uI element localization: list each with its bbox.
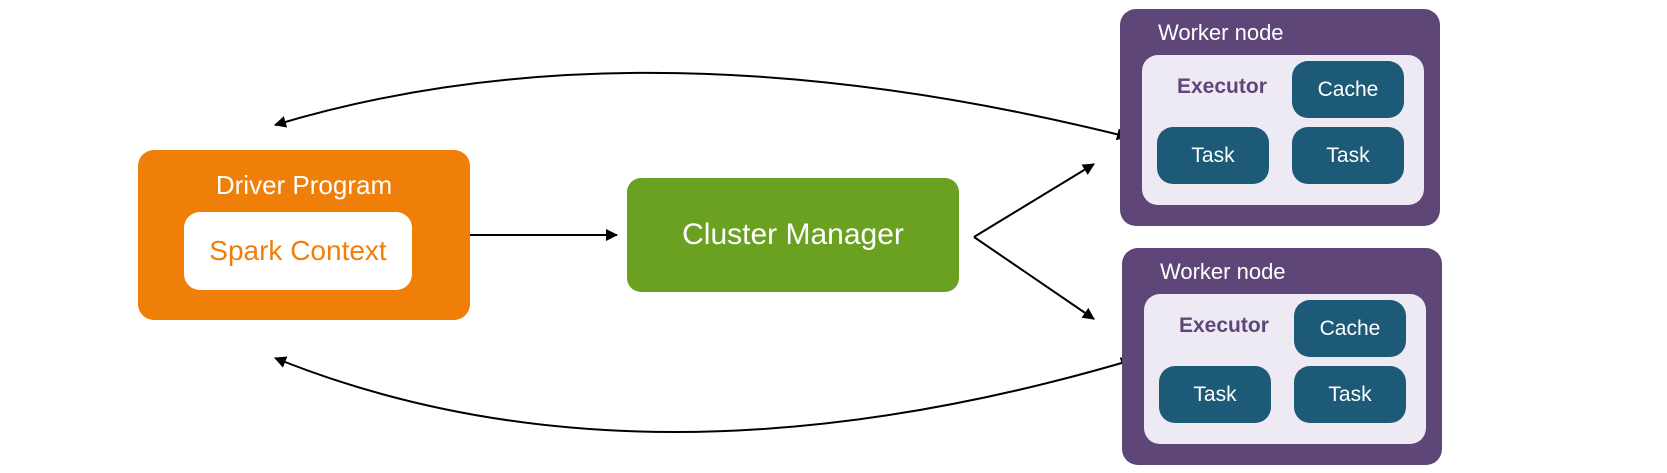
worker-node-title: Worker node bbox=[1160, 259, 1286, 284]
task-box: Task bbox=[1292, 127, 1404, 184]
driver-program-box: Driver Program Spark Context bbox=[138, 150, 470, 320]
executor-label: Executor bbox=[1177, 75, 1267, 98]
executor-panel: Executor Cache Task Task bbox=[1144, 294, 1426, 444]
arrow-driver-worker2 bbox=[274, 356, 1133, 433]
executor-panel: Executor Cache Task Task bbox=[1142, 55, 1424, 205]
task-box: Task bbox=[1294, 366, 1406, 423]
cluster-manager-box: Cluster Manager bbox=[627, 178, 959, 292]
task-box: Task bbox=[1159, 366, 1271, 423]
worker-node-title: Worker node bbox=[1158, 20, 1284, 45]
arrow-cluster-worker1 bbox=[973, 163, 1095, 238]
task-box: Task bbox=[1157, 127, 1269, 184]
driver-program-title: Driver Program bbox=[215, 170, 393, 200]
cache-box: Cache bbox=[1292, 61, 1404, 118]
arrow-driver-worker1 bbox=[274, 71, 1129, 141]
arrow-cluster-worker2 bbox=[973, 236, 1095, 320]
spark-context-box: Spark Context bbox=[184, 212, 412, 290]
executor-label: Executor bbox=[1179, 314, 1269, 337]
worker-node-1: Worker node Executor Cache Task Task bbox=[1120, 9, 1440, 226]
cache-box: Cache bbox=[1294, 300, 1406, 357]
worker-node-2: Worker node Executor Cache Task Task bbox=[1122, 248, 1442, 465]
